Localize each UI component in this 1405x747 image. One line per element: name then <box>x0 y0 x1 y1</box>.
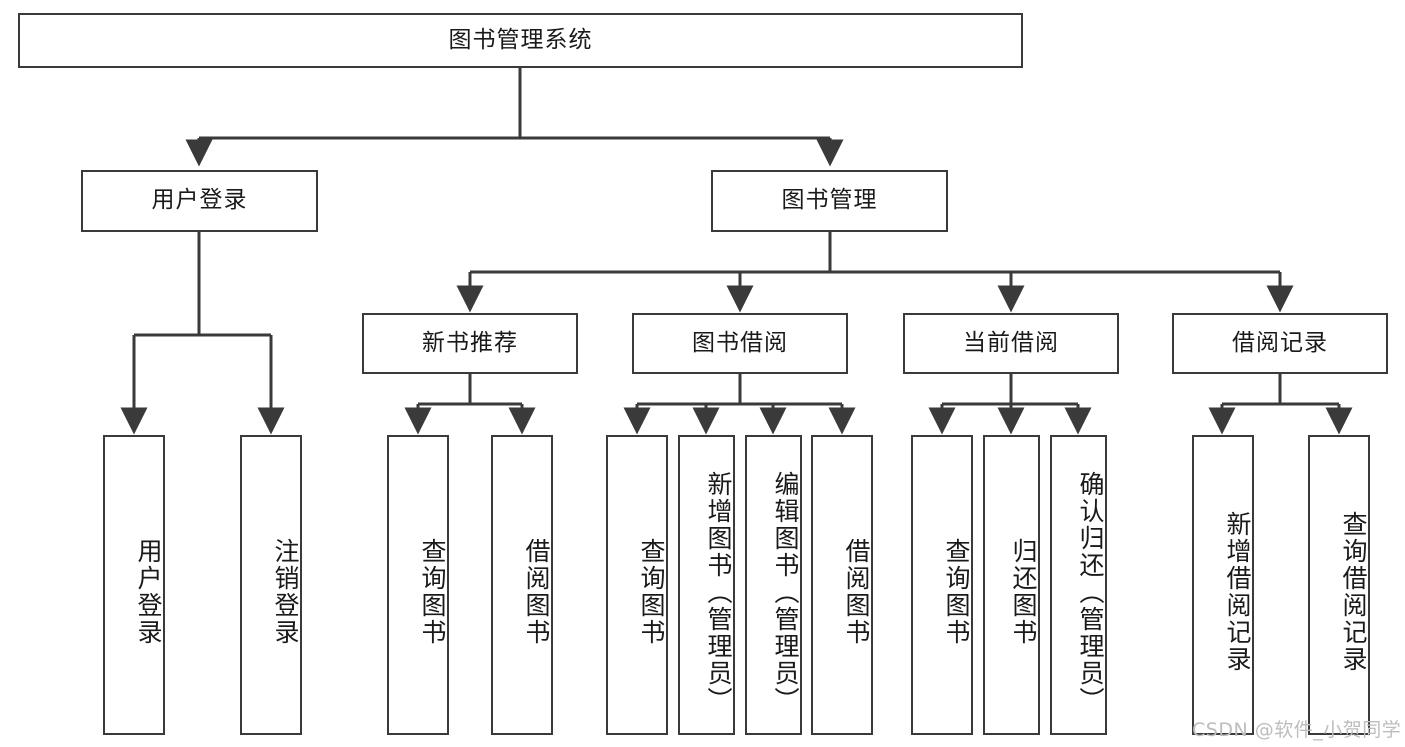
node-label: 借阅记录 <box>1232 329 1328 356</box>
leaf-query-book-recommend[interactable]: 查询图书 <box>387 435 449 735</box>
leaf-query-book-current[interactable]: 查询图书 <box>911 435 973 735</box>
node-new-book-recommendation[interactable]: 新书推荐 <box>362 313 578 374</box>
node-borrow-record[interactable]: 借阅记录 <box>1172 313 1388 374</box>
node-book-management[interactable]: 图书管理 <box>711 170 948 232</box>
node-label: 新书推荐 <box>422 329 518 356</box>
leaf-query-borrow-record[interactable]: 查询借阅记录 <box>1308 435 1370 735</box>
node-label: 借阅图书 <box>522 538 551 646</box>
node-label: 借阅图书 <box>842 538 871 646</box>
leaf-query-book-borrow[interactable]: 查询图书 <box>606 435 668 735</box>
node-label: 查询借阅记录 <box>1339 511 1368 673</box>
node-label: 用户登录 <box>151 187 248 214</box>
node-label: 确认归还（管理员） <box>1076 470 1105 714</box>
leaf-add-borrow-record[interactable]: 新增借阅记录 <box>1192 435 1254 735</box>
node-root-book-management-system[interactable]: 图书管理系统 <box>18 13 1023 68</box>
node-label: 查询图书 <box>418 538 447 646</box>
node-book-borrow[interactable]: 图书借阅 <box>632 313 848 374</box>
node-label: 图书管理系统 <box>448 26 593 53</box>
node-label: 用户登录 <box>134 538 163 646</box>
node-current-borrow[interactable]: 当前借阅 <box>903 313 1119 374</box>
node-label: 图书借阅 <box>692 329 788 356</box>
node-label: 编辑图书（管理员） <box>771 470 800 714</box>
leaf-logout[interactable]: 注销登录 <box>240 435 302 735</box>
node-label: 查询图书 <box>942 538 971 646</box>
leaf-edit-book-admin[interactable]: 编辑图书（管理员） <box>745 435 802 735</box>
node-label: 注销登录 <box>271 538 300 646</box>
node-label: 查询图书 <box>637 538 666 646</box>
leaf-confirm-return-admin[interactable]: 确认归还（管理员） <box>1050 435 1107 735</box>
leaf-borrow-book[interactable]: 借阅图书 <box>811 435 873 735</box>
node-label: 图书管理 <box>781 187 878 214</box>
leaf-return-book[interactable]: 归还图书 <box>983 435 1040 735</box>
watermark-text: CSDN @软件_小贺同学 <box>1192 719 1402 741</box>
node-label: 当前借阅 <box>963 329 1059 356</box>
node-label: 归还图书 <box>1009 538 1038 646</box>
csdn-watermark: CSDN @软件_小贺同学 <box>1192 715 1401 742</box>
node-label: 新增图书（管理员） <box>704 470 733 714</box>
leaf-user-login[interactable]: 用户登录 <box>103 435 165 735</box>
node-label: 新增借阅记录 <box>1223 511 1252 673</box>
leaf-add-book-admin[interactable]: 新增图书（管理员） <box>678 435 735 735</box>
leaf-borrow-book-recommend[interactable]: 借阅图书 <box>491 435 553 735</box>
node-user-login[interactable]: 用户登录 <box>81 170 318 232</box>
